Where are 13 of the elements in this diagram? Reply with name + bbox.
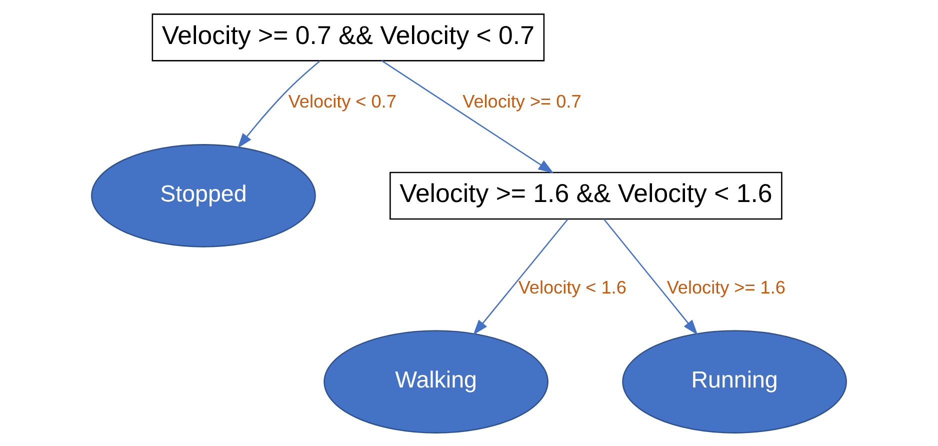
node-ellipse: Stopped [91, 144, 316, 247]
arrow [381, 60, 554, 173]
node-ellipse: Walking [324, 330, 548, 433]
arrow [603, 218, 698, 335]
node-box: Velocity >= 0.7 && Velocity < 0.7 [152, 13, 545, 61]
edge-label: Velocity < 0.7 [288, 90, 396, 111]
edge-label: Velocity < 1.6 [518, 277, 626, 298]
edge-label: Velocity >= 0.7 [462, 90, 582, 111]
arrow [237, 60, 320, 148]
node-box: Velocity >= 1.6 && Velocity < 1.6 [390, 171, 782, 220]
edge-label: Velocity >= 1.6 [666, 277, 786, 298]
arrow [473, 218, 568, 335]
node-ellipse: Running [622, 330, 847, 433]
